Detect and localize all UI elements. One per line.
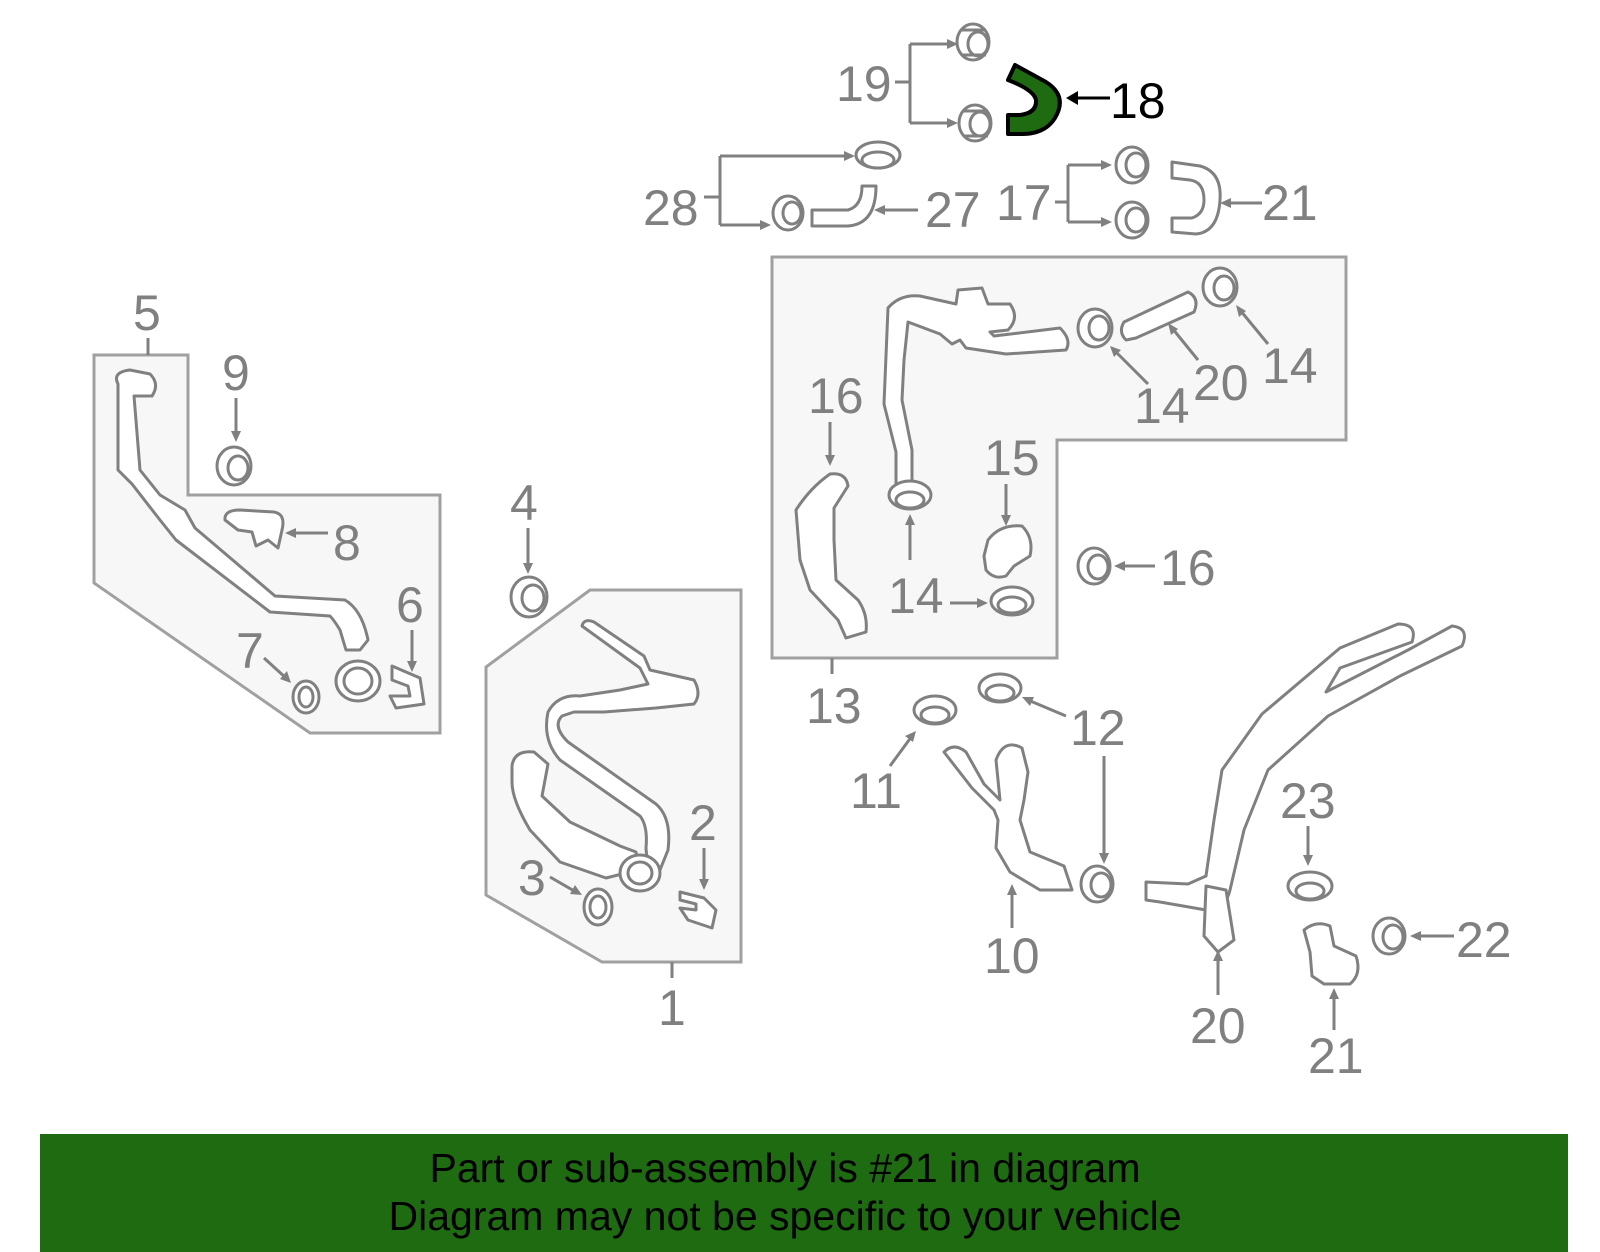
- callout-3: 3: [518, 850, 546, 906]
- callout-28: 28: [643, 180, 699, 236]
- callout-27: 27: [925, 182, 981, 238]
- clamp-9: [215, 445, 253, 487]
- callout-11: 11: [850, 763, 902, 819]
- elbow-24: [1302, 922, 1360, 986]
- callout-24: 21: [1308, 1028, 1364, 1084]
- callout-25: 22: [1456, 912, 1512, 968]
- pipe-13: [882, 286, 1070, 486]
- callout-8: 8: [333, 515, 361, 571]
- clamp-20b: [1114, 200, 1150, 240]
- clamp-12: [977, 672, 1023, 704]
- callout-14b: 14: [1262, 338, 1318, 394]
- callout-13: 13: [806, 678, 862, 734]
- elbow-15: [982, 524, 1033, 579]
- hose-17: [794, 472, 868, 640]
- clamp-22a: [955, 22, 991, 62]
- leader-22: [895, 42, 955, 125]
- hose-21[interactable]: [1006, 63, 1062, 136]
- clamp-28a: [854, 140, 902, 170]
- clamp-28b: [771, 194, 805, 232]
- hose-18: [1119, 290, 1198, 342]
- clamp-16: [1076, 546, 1112, 586]
- banner-line-1: Part or sub-assembly is #21 in diagram: [429, 1145, 1141, 1191]
- banner-line-2: Diagram may not be specific to your vehi…: [388, 1193, 1182, 1239]
- callout-7: 7: [236, 623, 264, 679]
- clamp-25: [1371, 916, 1407, 956]
- callout-19: 21: [1262, 175, 1318, 231]
- callout-6: 6: [396, 577, 424, 633]
- callout-14a: 14: [1134, 378, 1190, 434]
- callout-4: 4: [510, 475, 538, 531]
- callout-10: 10: [984, 928, 1040, 984]
- leader-14a: [1112, 348, 1150, 386]
- clip-2: [678, 890, 718, 930]
- callout-21: 18: [1110, 73, 1166, 129]
- callout-14c: 14: [888, 568, 944, 624]
- clamp-4: [509, 575, 549, 619]
- clamp-8: [223, 508, 285, 550]
- leader-14b: [1238, 309, 1270, 345]
- clamp-14b: [1201, 266, 1239, 308]
- pipe-1: [545, 619, 700, 874]
- callout-22: 19: [836, 56, 892, 112]
- callout-9: 9: [222, 345, 250, 401]
- leader-28: [704, 154, 852, 227]
- clamp-14c: [887, 479, 933, 511]
- clip-6: [388, 664, 426, 710]
- leader-3: [549, 875, 577, 894]
- callout-23: 20: [1190, 998, 1246, 1054]
- bracket-23: [1202, 884, 1236, 954]
- leader-7: [262, 656, 288, 680]
- clamp-26: [1286, 870, 1334, 902]
- callout-16: 16: [1160, 540, 1216, 596]
- callout-2: 2: [689, 795, 717, 851]
- hose-27: [810, 184, 878, 228]
- callout-1: 1: [658, 980, 686, 1036]
- leader-20: [1055, 163, 1108, 224]
- leader-18: [1170, 327, 1200, 361]
- assembly-box-13: [770, 255, 1348, 660]
- callout-18: 20: [1193, 355, 1249, 411]
- callout-17: 16: [808, 368, 864, 424]
- info-banner: Part or sub-assembly is #21 in diagram D…: [40, 1134, 1568, 1252]
- callout-12: 12: [1070, 700, 1126, 756]
- hose-1: [510, 750, 640, 880]
- clamp-14a: [1076, 307, 1114, 349]
- callout-5: 5: [133, 285, 161, 341]
- clamp-10b: [1079, 864, 1115, 904]
- hose-10: [942, 743, 1074, 892]
- clamp-20a: [1114, 145, 1150, 185]
- leader-12: [1027, 698, 1067, 718]
- callout-15: 15: [984, 430, 1040, 486]
- callout-20: 17: [996, 175, 1052, 231]
- assembly-box-5: [92, 353, 442, 735]
- hose-19: [1170, 160, 1222, 236]
- callout-26: 23: [1280, 773, 1336, 829]
- leader-11: [888, 735, 914, 767]
- clamp-22b: [957, 103, 993, 143]
- pipe-5: [115, 368, 370, 652]
- clamp-14d: [989, 585, 1035, 617]
- pipe-23: [1144, 622, 1466, 912]
- clamp-11: [912, 694, 958, 726]
